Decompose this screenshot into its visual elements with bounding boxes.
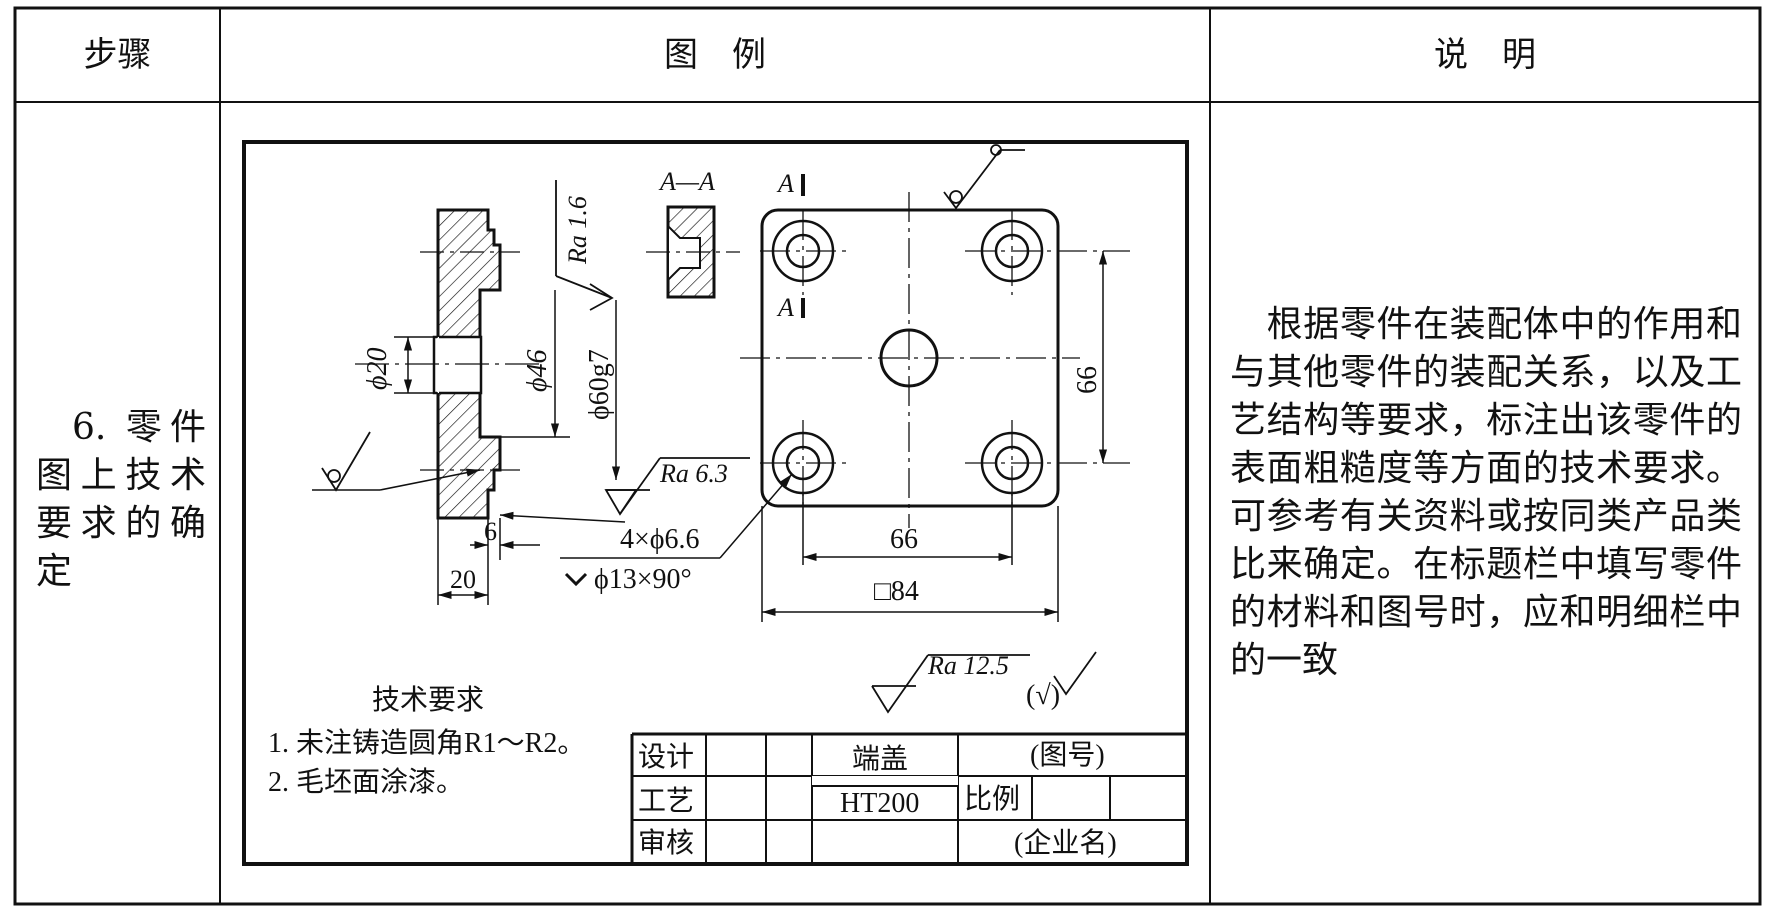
header-step: 步骤 xyxy=(83,34,152,75)
dim-6: 6 xyxy=(484,517,497,546)
tb-scale: 比例 xyxy=(964,783,1020,815)
roughness-ra63: Ra 6.3 xyxy=(659,459,728,488)
description-body: 根据零件在装配体中的作用和与其他零件的装配关系，以及工艺结构等要求，标注出该零件… xyxy=(1230,304,1742,681)
tb-design: 设计 xyxy=(638,741,694,773)
front-view xyxy=(740,174,1130,528)
countersink-spec: ϕ13×90° xyxy=(594,564,692,595)
drawing-border xyxy=(242,140,1189,866)
dim-phi20: ϕ20 xyxy=(362,348,393,391)
tech-req-item-2: 2. 毛坯面涂漆。 xyxy=(268,766,464,798)
step-label: 6. 零件图上技术要求的确定 xyxy=(36,404,206,596)
roughness-ra125: Ra 12.5 xyxy=(927,651,1009,680)
tb-drawing-no: (图号) xyxy=(1030,740,1105,771)
dim-66-vertical: 66 xyxy=(1072,366,1103,394)
dim-84: □84 xyxy=(874,576,919,607)
dim-66-horizontal: 66 xyxy=(890,524,918,555)
cut-mark-bottom: A xyxy=(776,293,794,322)
header-description: 说 明 xyxy=(1434,34,1536,75)
hole-spec: 4×ϕ6.6 xyxy=(620,524,700,555)
tb-process: 工艺 xyxy=(638,785,694,817)
dim-20: 20 xyxy=(450,565,476,594)
tb-part-name: 端盖 xyxy=(852,743,908,775)
cut-mark-top: A xyxy=(776,169,794,198)
tech-req-item-1: 1. 未注铸造圆角R1～R2。 xyxy=(268,727,585,759)
dim-phi60g7: ϕ60g7 xyxy=(584,349,615,420)
description-text: 根据零件在装配体中的作用和与其他零件的装配关系，以及工艺结构等要求，标注出该零件… xyxy=(1230,301,1742,685)
header-figure: 图 例 xyxy=(664,34,766,75)
tb-material: HT200 xyxy=(840,788,919,819)
tech-req-title: 技术要求 xyxy=(372,684,484,716)
tb-review: 审核 xyxy=(638,827,694,859)
section-a-a xyxy=(646,205,740,299)
side-view xyxy=(355,208,545,520)
rest-roughness-mark: (√) xyxy=(1026,680,1060,711)
dim-phi46: ϕ46 xyxy=(522,350,553,393)
step-label-text: 6. 零件图上技术要求的确定 xyxy=(36,407,206,592)
title-block xyxy=(630,732,1187,864)
tb-company: (企业名) xyxy=(1014,827,1117,859)
roughness-ra16: Ra 1.6 xyxy=(563,196,592,265)
section-label: A—A xyxy=(658,167,715,196)
